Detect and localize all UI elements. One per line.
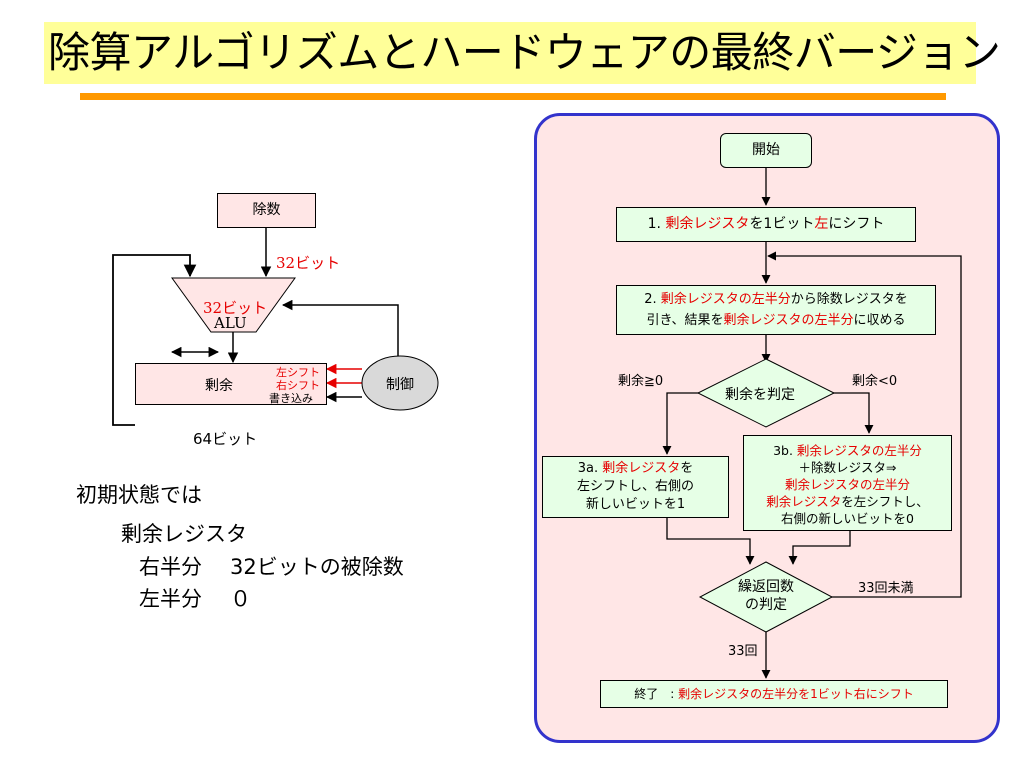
right-half-value: 32ビットの被除数 xyxy=(230,555,404,579)
start-node: 開始 xyxy=(720,133,812,168)
title-underline xyxy=(80,93,946,100)
condition-lt-zero: 剰余<0 xyxy=(852,374,898,389)
step2-box: 2. 剰余レジスタの左半分から除数レジスタを 引き、結果を剰余レジスタの左半分に… xyxy=(616,285,936,335)
step2-tail: に収める xyxy=(853,313,906,328)
remainder-label: 剰余 xyxy=(205,378,233,394)
step1-direction: 左 xyxy=(814,216,829,232)
condition-33: 33回 xyxy=(728,644,758,659)
step1-number: 1. xyxy=(647,216,666,232)
left-half-label: 左半分 xyxy=(139,587,202,611)
step3a-box: 3a. 剰余レジスタを 左シフトし、右側の 新しいビットを1 xyxy=(542,456,729,518)
step1-tail: にシフト xyxy=(828,216,885,232)
remainder-register: 剰余 左シフト 右シフト 書き込み xyxy=(135,363,327,405)
condition-ge-zero: 剰余≧0 xyxy=(618,374,664,389)
step3b-line2: ＋除数レジスタ⇒ xyxy=(798,460,897,475)
divisor-register: 除数 xyxy=(217,193,316,228)
step3a-register: 剰余レジスタ xyxy=(602,461,681,476)
condition-under-33: 33回未満 xyxy=(858,581,914,596)
step3b-box: 3b. 剰余レジスタの左半分 ＋除数レジスタ⇒ 剰余レジスタの左半分 剰余レジス… xyxy=(743,435,952,531)
alu-shape xyxy=(171,277,296,333)
judge-label: 剰余を判定 xyxy=(725,387,795,403)
step3a-line3: 新しいビットを1 xyxy=(585,497,686,512)
step3a-suffix: を xyxy=(680,461,694,476)
start-label: 開始 xyxy=(752,142,780,158)
step1-middle: を1ビット xyxy=(749,216,815,232)
bus-width-label: 32ビット xyxy=(276,254,341,272)
end-box: 終了 : 剰余レジスタの左半分を1ビット右にシフト xyxy=(600,680,948,708)
step2-line2: 引き、結果を xyxy=(646,313,724,328)
repeat-label-line1: 繰返回数 xyxy=(738,579,794,595)
end-text: 剰余レジスタの左半分を1ビット右にシフト xyxy=(678,687,914,701)
initial-state-heading: 初期状態では xyxy=(76,483,202,507)
initial-register-label: 剰余レジスタ xyxy=(121,522,247,546)
repeat-count-diamond xyxy=(698,561,834,633)
step2-register-1: 剰余レジスタの左半分 xyxy=(660,292,791,307)
step2-register-2: 剰余レジスタの左半分 xyxy=(723,313,854,328)
step3b-line5: 右側の新しいビットを0 xyxy=(781,511,914,526)
divisor-label: 除数 xyxy=(252,202,281,218)
step3a-number: 3a. xyxy=(577,461,603,476)
shift-right-label: 右シフト xyxy=(276,379,320,392)
step3b-register-3: 剰余レジスタ xyxy=(766,494,842,509)
step3b-register-1: 剰余レジスタの左半分 xyxy=(796,443,922,458)
step2-number: 2. xyxy=(644,292,661,307)
step3a-line2: 左シフトし、右側の xyxy=(576,479,694,494)
step1-box: 1. 剰余レジスタを1ビット左にシフト xyxy=(616,207,916,242)
shift-left-label: 左シフト xyxy=(276,366,320,379)
step1-register: 剰余レジスタ xyxy=(665,216,750,232)
alu-width-label: 32ビット xyxy=(203,299,268,317)
write-label: 書き込み xyxy=(269,392,313,405)
register-width-label: 64ビット xyxy=(193,430,258,448)
control-unit-shape xyxy=(361,355,439,411)
right-half-label: 右半分 xyxy=(139,555,202,579)
step2-middle: から除数レジスタを xyxy=(790,292,908,307)
step3b-line4: を左シフトし、 xyxy=(841,494,929,509)
control-label: 制御 xyxy=(386,377,414,393)
left-half-value: ０ xyxy=(230,587,251,611)
title-background xyxy=(44,22,976,84)
end-prefix: 終了 : xyxy=(634,687,679,701)
judge-remainder-diamond xyxy=(696,358,836,428)
repeat-judge-label: 繰返回数 の判定 xyxy=(734,578,798,614)
alu-label: ALU xyxy=(214,314,247,332)
slide-title: 除算アルゴリズムとハードウェアの最終バージョン xyxy=(48,28,1001,77)
step3b-register-2: 剰余レジスタの左半分 xyxy=(784,477,910,492)
step3b-number: 3b. xyxy=(773,443,797,458)
repeat-label-line2: の判定 xyxy=(745,597,787,613)
